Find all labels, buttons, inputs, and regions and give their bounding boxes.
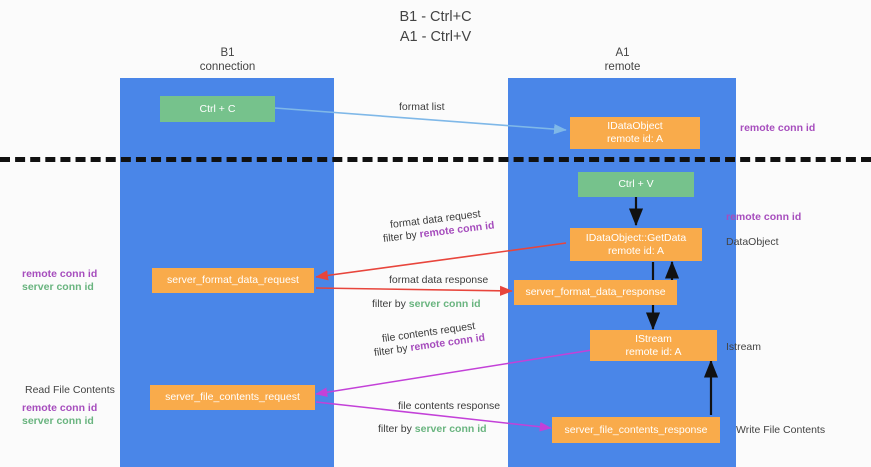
edge-label-format-list-text: format list: [399, 101, 445, 113]
edge-label-format-data-response: format data response: [389, 274, 488, 287]
node-getdata-label: IDataObject::GetData: [585, 231, 687, 244]
right-label-remote-conn-id-mid-text: remote conn id: [726, 211, 802, 223]
node-server-format-data-response-label: server_format_data_response: [525, 286, 666, 298]
left-label-conn-ids-bottom: remote conn id server conn id: [22, 402, 97, 428]
right-label-remote-conn-id-mid: remote conn id: [726, 211, 801, 224]
node-server-format-data-request[interactable]: server_format_data_request: [152, 268, 314, 293]
node-idataobject-sub: remote id: A: [606, 133, 664, 145]
node-ctrl-c-label: Ctrl + C: [199, 102, 236, 115]
node-server-file-contents-request[interactable]: server_file_contents_request: [150, 385, 315, 410]
node-idataobject-getdata[interactable]: IDataObject::GetData remote id: A: [570, 228, 702, 261]
node-server-format-data-response[interactable]: server_format_data_response: [514, 280, 677, 305]
left-label-server-conn-id-bottom: server conn id: [22, 415, 94, 427]
node-istream-label: IStream: [635, 332, 672, 345]
filter-by-prefix-4: filter by: [378, 423, 415, 435]
title-line-1: B1 - Ctrl+C: [399, 9, 472, 25]
left-label-remote-conn-id-mid: remote conn id: [22, 268, 98, 280]
edge-label-format-list: format list: [399, 101, 445, 114]
node-idataobject-label: IDataObject: [607, 120, 663, 132]
left-label-read-file-contents-text: Read File Contents: [25, 384, 115, 396]
title-line-2: A1 - Ctrl+V: [399, 29, 472, 45]
node-ctrl-c[interactable]: Ctrl + C: [160, 96, 275, 122]
node-ctrl-v-label: Ctrl + V: [618, 178, 654, 190]
node-ctrl-v[interactable]: Ctrl + V: [578, 172, 694, 197]
filter-by-value-2: server conn id: [408, 298, 481, 310]
lane-header-a1-sub: remote: [604, 60, 641, 73]
filter-by-prefix-2: filter by: [372, 298, 409, 310]
edge-label-format-data-response-text: format data response: [389, 274, 489, 286]
right-label-dataobject: DataObject: [726, 236, 779, 249]
node-istream[interactable]: IStream remote id: A: [590, 330, 717, 361]
edge-label-file-contents-response: file contents response: [398, 400, 500, 413]
left-label-conn-ids-mid: remote conn id server conn id: [22, 268, 97, 294]
right-label-remote-conn-id-top: remote conn id: [740, 122, 815, 135]
edge-label-filter-by-server-conn-id-4: filter by server conn id: [378, 423, 487, 436]
right-label-remote-conn-id-top-text: remote conn id: [740, 122, 816, 134]
diagram-title: B1 - Ctrl+C A1 - Ctrl+V: [0, 7, 871, 47]
lane-header-a1-name: A1: [615, 47, 630, 59]
right-label-dataobject-text: DataObject: [726, 236, 779, 248]
left-label-remote-conn-id-bottom: remote conn id: [22, 402, 98, 414]
filter-by-prefix-3: filter by: [373, 342, 412, 360]
filter-by-prefix-1: filter by: [382, 228, 421, 246]
right-label-write-file-contents-text: Write File Contents: [736, 424, 826, 436]
node-istream-sub: remote id: A: [625, 345, 682, 358]
lane-header-b1-sub: connection: [199, 60, 256, 73]
left-label-read-file-contents: Read File Contents: [25, 384, 115, 397]
edge-label-file-contents-response-text: file contents response: [398, 400, 501, 412]
left-label-server-conn-id-mid: server conn id: [22, 281, 94, 293]
lane-header-b1: B1 connection: [150, 47, 305, 74]
lane-header-a1: A1 remote: [560, 47, 685, 74]
lane-header-b1-name: B1: [220, 47, 235, 59]
right-label-istream-text: Istream: [726, 341, 762, 353]
right-label-istream: Istream: [726, 341, 761, 354]
node-server-file-contents-response[interactable]: server_file_contents_response: [552, 417, 720, 443]
filter-by-value-4: server conn id: [414, 423, 487, 435]
node-server-file-contents-response-label: server_file_contents_response: [564, 423, 708, 436]
node-server-format-data-request-label: server_format_data_request: [167, 274, 299, 286]
node-server-file-contents-request-label: server_file_contents_request: [165, 391, 300, 403]
edge-label-filter-by-server-conn-id-2: filter by server conn id: [372, 298, 481, 311]
node-getdata-sub: remote id: A: [607, 244, 665, 257]
node-idataobject[interactable]: IDataObject remote id: A: [570, 117, 700, 149]
timeline-divider: [0, 157, 871, 162]
right-label-write-file-contents: Write File Contents: [736, 424, 825, 437]
